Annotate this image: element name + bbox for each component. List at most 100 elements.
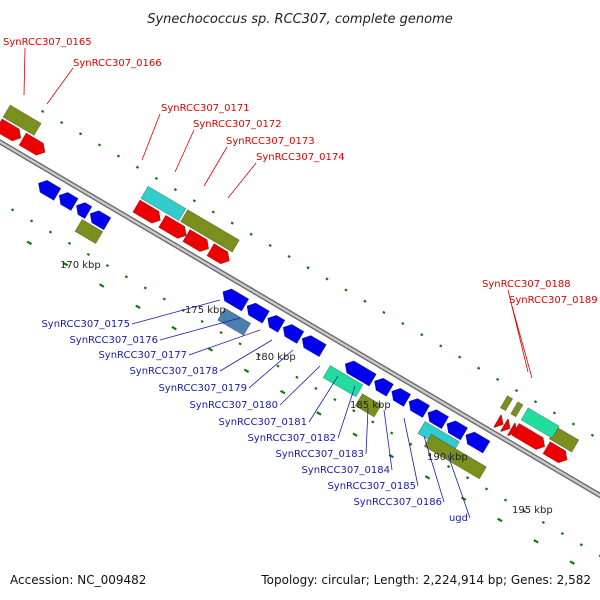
reverse-gene-label-6: SynRCC307_0181 xyxy=(218,417,307,428)
forward-gene-7 xyxy=(542,441,568,464)
forward-leader-6 xyxy=(507,289,529,373)
upper-track-dot-21 xyxy=(439,344,443,348)
upper-track-dot-20 xyxy=(420,333,424,337)
upper-track-dot-19 xyxy=(401,321,405,326)
reverse-gene-1 xyxy=(58,192,79,211)
upper-track-dot-22 xyxy=(458,355,462,359)
upper-track-dot-28 xyxy=(571,422,576,426)
forward-gene-0 xyxy=(0,118,22,142)
upper-track-dot-1 xyxy=(59,121,64,125)
upper-track-dot-17 xyxy=(363,299,367,303)
upper-track-dot-2 xyxy=(78,132,83,136)
lower-track-dot-14 xyxy=(238,342,242,346)
forward-gene-3 xyxy=(158,214,187,239)
lower-track-dot-7 xyxy=(105,264,110,268)
reverse-gene-label-10: SynRCC307_0185 xyxy=(327,481,416,492)
reverse-gene-11 xyxy=(391,387,412,407)
lower-track-dash-15 xyxy=(497,517,503,523)
lower-track-dot-30 xyxy=(541,520,545,524)
forward-gene-label-6: SynRCC307_0188 xyxy=(482,279,571,290)
forward-teal-feature-0 xyxy=(520,407,560,439)
upper-track-dot-23 xyxy=(477,366,481,370)
genome-title: Synechococcus sp. RCC307, complete genom… xyxy=(147,12,453,27)
reverse-gene-label-5: SynRCC307_0180 xyxy=(189,400,278,411)
lower-track-dash-4 xyxy=(99,283,105,288)
reverse-leader-10 xyxy=(403,417,419,487)
forward-feature-1 xyxy=(140,185,187,222)
upper-track-dot-13 xyxy=(287,255,291,259)
upper-track-dot-24 xyxy=(495,377,500,381)
upper-track-dot-8 xyxy=(192,199,196,203)
upper-track-dot-11 xyxy=(249,232,253,236)
reverse-leader-12 xyxy=(447,454,471,519)
reverse-gene-2 xyxy=(75,202,93,220)
small-forward-feature-0 xyxy=(499,395,514,412)
reverse-olive-feature-b-0 xyxy=(354,393,382,418)
reverse-gene-label-1: SynRCC307_0176 xyxy=(69,335,158,346)
forward-leader-4 xyxy=(203,146,228,187)
lower-track-dot-10 xyxy=(162,297,166,301)
reverse-leader-1 xyxy=(159,317,241,341)
reverse-leader-4 xyxy=(248,349,294,389)
scale-label-0: 170 kbp xyxy=(60,260,101,271)
forward-gene-label-3: SynRCC307_0172 xyxy=(193,119,282,130)
reverse-gene-label-4: SynRCC307_0179 xyxy=(158,383,247,394)
reverse-leader-0 xyxy=(131,299,221,325)
small-forward-feature-1 xyxy=(510,401,524,418)
reverse-olive-feature-c-0 xyxy=(423,433,487,480)
reverse-teal-feature-0 xyxy=(322,365,364,398)
reverse-gene-label-12: ugd xyxy=(449,513,468,524)
scale-label-3: 185 kbp xyxy=(350,400,391,411)
lower-track-dot-12 xyxy=(200,319,204,324)
lower-track-dot-3 xyxy=(29,219,34,223)
lower-track-dash-17 xyxy=(569,560,575,565)
lower-track-dash-11 xyxy=(352,432,358,437)
upper-track-dot-26 xyxy=(533,400,538,404)
forward-gene-2 xyxy=(132,199,161,224)
upper-track-dot-6 xyxy=(154,176,159,181)
lower-track-dash-10 xyxy=(316,411,322,416)
reverse-gene-label-3: SynRCC307_0178 xyxy=(129,366,218,377)
reverse-gene-label-9: SynRCC307_0184 xyxy=(301,465,390,476)
lower-track-dash-7 xyxy=(207,347,214,352)
lower-track-dot-27 xyxy=(484,487,489,491)
reverse-leader-11 xyxy=(423,435,445,503)
small-forward-gene-0 xyxy=(493,414,504,428)
forward-leader-3 xyxy=(174,129,195,173)
forward-gene-label-1: SynRCC307_0166 xyxy=(73,58,162,69)
forward-gene-5 xyxy=(206,243,230,265)
small-forward-gene-2 xyxy=(507,422,518,436)
lower-track-dot-6 xyxy=(86,252,91,257)
upper-track-dot-9 xyxy=(211,210,215,214)
forward-gene-label-2: SynRCC307_0171 xyxy=(161,103,250,114)
reverse-gene-9 xyxy=(344,360,377,387)
reverse-leader-3 xyxy=(219,339,273,372)
forward-gene-label-0: SynRCC307_0165 xyxy=(3,37,92,48)
small-forward-gene-1 xyxy=(500,418,511,432)
forward-leader-7 xyxy=(511,305,533,379)
upper-track-dot-29 xyxy=(590,433,595,437)
lower-track-dot-15 xyxy=(257,353,261,357)
reverse-gene-5 xyxy=(246,302,270,324)
forward-leader-0 xyxy=(23,47,26,96)
forward-gene-label-7: SynRCC307_0189 xyxy=(509,295,598,306)
reverse-leader-5 xyxy=(279,365,321,406)
reverse-gene-0 xyxy=(38,179,62,201)
genome-stats-label: Topology: circular; Length: 2,224,914 bp… xyxy=(261,573,591,587)
lower-track-dot-2 xyxy=(10,208,15,212)
forward-gene-label-4: SynRCC307_0173 xyxy=(226,136,315,147)
reverse-gene-3 xyxy=(89,210,112,231)
lower-track-dash-3 xyxy=(62,261,69,267)
forward-feature-0 xyxy=(2,104,42,136)
lower-track-dot-31 xyxy=(560,531,564,536)
lower-track-dot-8 xyxy=(124,275,128,279)
reverse-gene-13 xyxy=(427,409,450,430)
reverse-gene-7 xyxy=(282,324,305,344)
reverse-gene-15 xyxy=(465,431,491,454)
reverse-gene-label-0: SynRCC307_0175 xyxy=(41,319,130,330)
forward-leader-2 xyxy=(141,113,161,161)
reverse-gene-6 xyxy=(267,314,286,333)
upper-track-dot-0 xyxy=(41,109,45,114)
forward-gene-label-5: SynRCC307_0174 xyxy=(256,152,345,163)
scale-label-5: 195 kbp xyxy=(512,505,553,516)
